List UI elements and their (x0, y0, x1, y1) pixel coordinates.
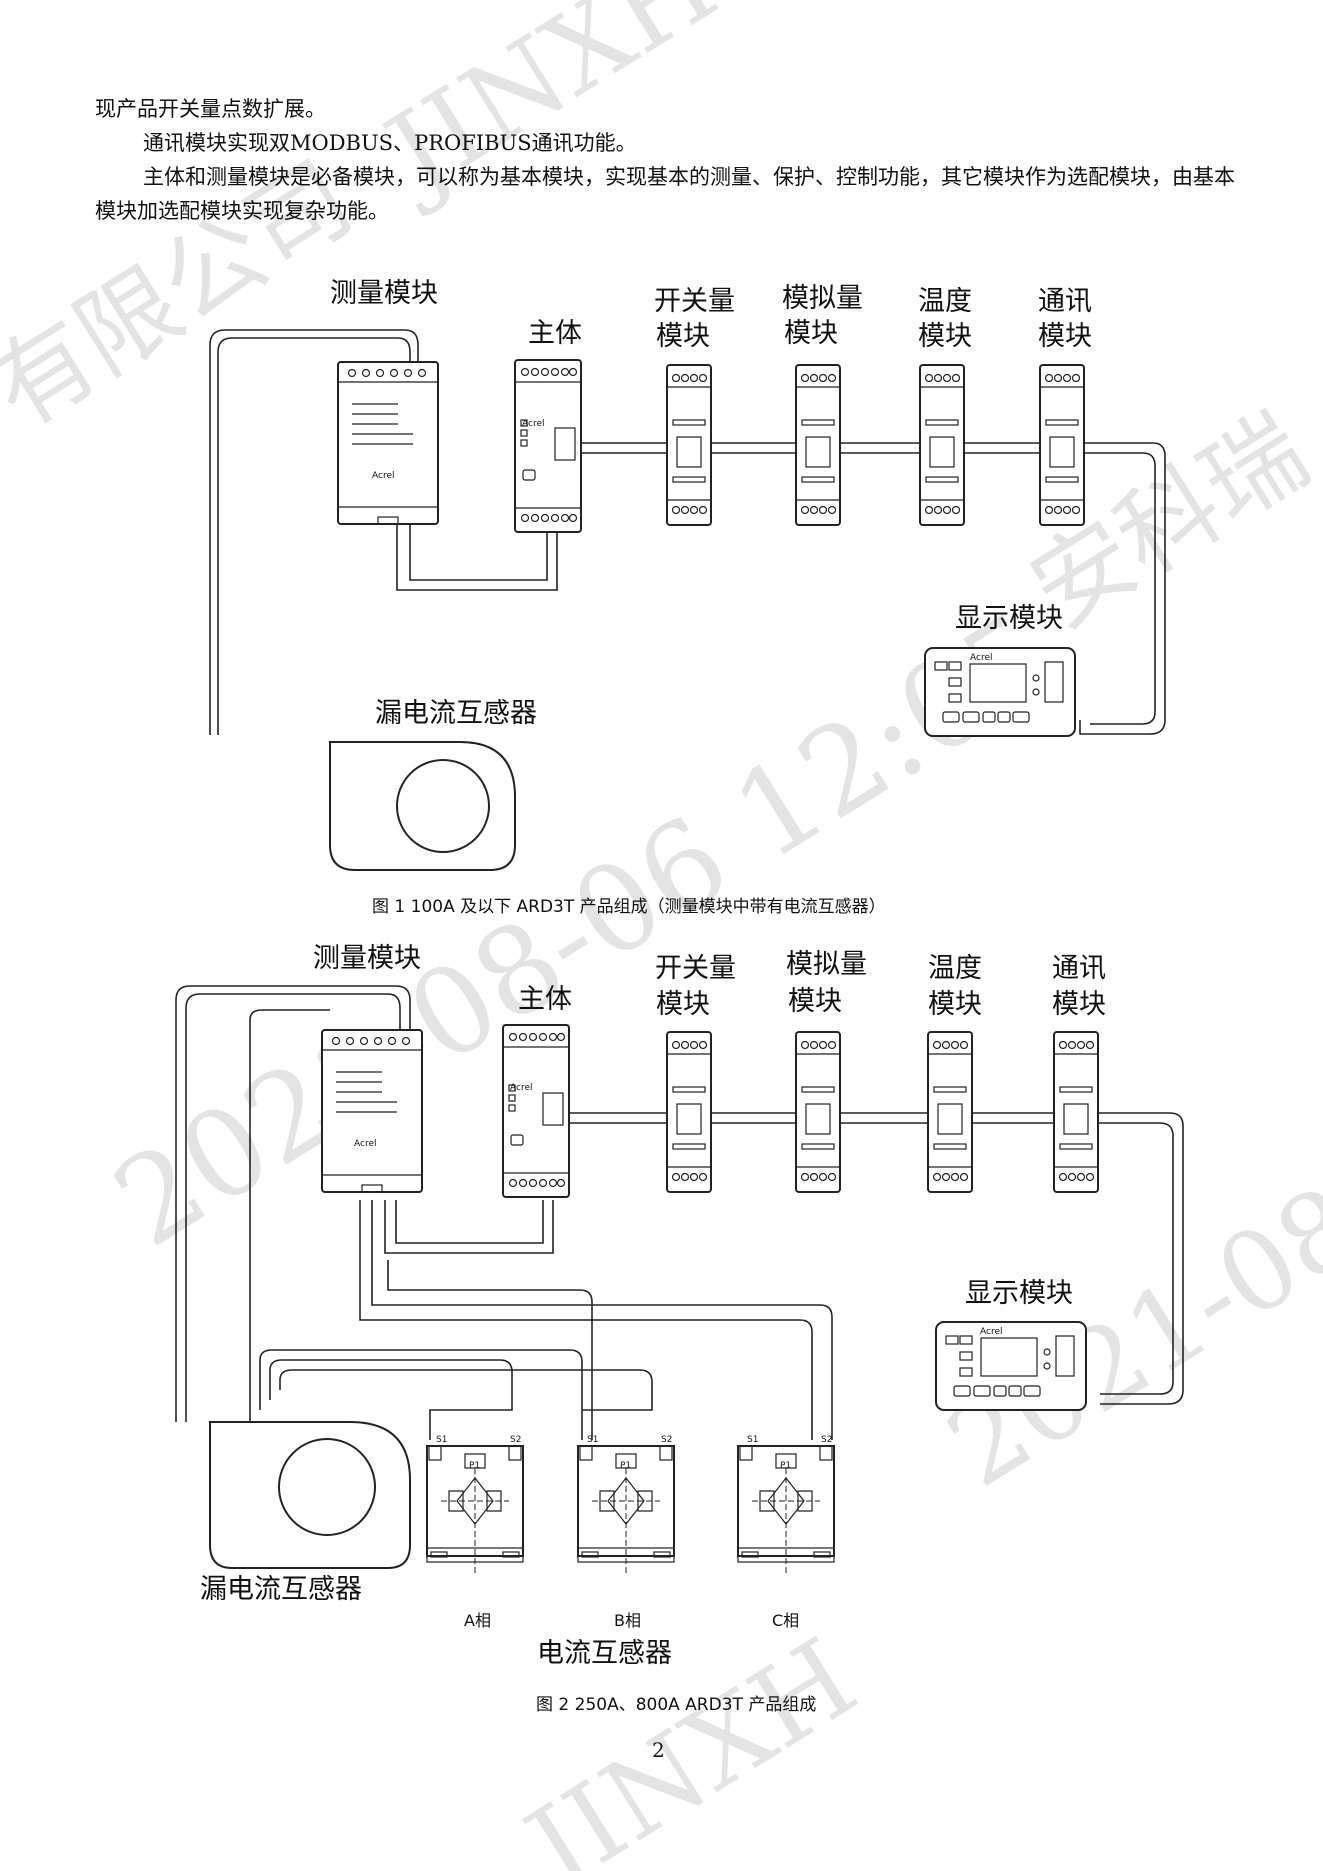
fig1-caption: 图 1 100A 及以下 ARD3T 产品组成（测量模块中带有电流互感器） (372, 897, 886, 917)
watermark-company-1: 有限公司 (0, 139, 372, 450)
fig2-label-measure: 测量模块 (313, 943, 421, 974)
fig1-main-brand: Acrel (522, 419, 545, 429)
fig1-wire-bus-2 (575, 452, 1156, 725)
fig1-wire-measure-main (396, 525, 558, 591)
figure-1: 测量模块 主体 开关量 模块 模拟量 模块 温度 模块 通讯 模块 显示模块 漏… (209, 278, 1166, 917)
fig2-ct-a-s1: S1 (436, 1435, 447, 1445)
fig2-wire-measure-main-2 (395, 1200, 544, 1244)
fig2-ct-c-s1: S1 (747, 1435, 758, 1445)
fig1-label-analog-2: 模块 (784, 318, 838, 349)
fig2-label-temp-1: 温度 (928, 953, 982, 984)
fig1-main-body (514, 359, 582, 533)
fig2-label-display: 显示模块 (965, 1278, 1073, 1309)
fig2-main-brand: Acrel (510, 1083, 533, 1093)
fig2-ct-b-s2: S2 (661, 1435, 672, 1445)
fig2-measure-brand: Acrel (354, 1139, 377, 1149)
fig1-label-display: 显示模块 (955, 603, 1063, 634)
fig1-label-leakage: 漏电流互感器 (375, 698, 537, 729)
fig1-label-measure: 测量模块 (330, 278, 438, 309)
fig1-wire-leakage (209, 329, 419, 735)
fig2-ct-a-s2: S2 (510, 1435, 521, 1445)
fig2-ct-b-p1: P1 (620, 1461, 631, 1471)
fig2-caption: 图 2 250A、800A ARD3T 产品组成 (536, 1695, 816, 1715)
fig2-switch-module (666, 1031, 712, 1193)
fig2-label-ct: 电流互感器 (537, 1638, 672, 1669)
fig2-label-switch-2: 模块 (656, 989, 710, 1020)
fig2-comm-module (1053, 1031, 1099, 1193)
fig1-leakage-ct-hole (396, 759, 490, 853)
fig1-switch-module (666, 364, 712, 526)
fig2-ct-a-p1: P1 (469, 1461, 480, 1471)
fig1-wire-leakage-2 (217, 337, 411, 735)
fig2-ct-c-p1: P1 (780, 1461, 791, 1471)
page-number: 2 (652, 1738, 665, 1762)
fig2-label-comm-1: 通讯 (1052, 953, 1106, 984)
fig2-label-analog-2: 模块 (788, 986, 842, 1017)
fig2-main-body (502, 1024, 570, 1198)
fig1-label-switch-2: 模块 (656, 321, 710, 352)
fig1-analog-module (795, 364, 841, 526)
fig1-measure-brand: Acrel (372, 471, 395, 481)
fig2-phase-a: A相 (464, 1611, 491, 1630)
fig2-wire-ct-b-s2 (387, 1260, 593, 1440)
fig1-display-module (924, 647, 1076, 737)
fig2-wire-ct-c-s2 (371, 1200, 833, 1440)
fig1-wire-measure-main-2 (409, 525, 548, 581)
fig2-display-module (935, 1321, 1087, 1411)
fig2-wire-leakage (175, 985, 411, 1422)
fig2-label-leakage: 漏电流互感器 (200, 1574, 362, 1605)
fig2-measure-module (321, 1029, 423, 1193)
fig1-label-temp-1: 温度 (918, 286, 972, 317)
fig2-label-switch-1: 开关量 (655, 953, 736, 984)
fig2-wire-bus (565, 1112, 1184, 1405)
fig1-label-switch-1: 开关量 (654, 286, 735, 317)
fig1-label-main: 主体 (528, 318, 582, 349)
fig2-display-brand: Acrel (980, 1327, 1003, 1337)
fig2-wire-ct-b-s1 (259, 1349, 583, 1440)
fig1-label-analog-1: 模拟量 (782, 283, 863, 314)
figure-2: 测量模块 主体 开关量 模块 模拟量 模块 温度 模块 通讯 模块 显示模块 漏… (175, 943, 1184, 1715)
fig2-temp-module (927, 1031, 973, 1193)
fig2-leakage-ct-hole (278, 1438, 376, 1536)
fig2-label-temp-2: 模块 (928, 989, 982, 1020)
fig2-analog-module (795, 1031, 841, 1193)
fig1-label-temp-2: 模块 (918, 321, 972, 352)
fig1-measure-module (337, 361, 439, 525)
fig1-label-comm-2: 模块 (1038, 321, 1092, 352)
fig1-wire-bus (575, 442, 1166, 735)
fig2-wire-ct-a-link (269, 1359, 513, 1440)
fig2-wire-ct-b-link (279, 1369, 653, 1411)
fig2-wire-bus-2 (565, 1122, 1174, 1395)
fig2-ct-b-s1: S1 (587, 1435, 598, 1445)
watermark-name-top: JINXH (357, 0, 737, 222)
paragraph-1: 现产品开关量点数扩展。 (95, 97, 326, 121)
fig1-comm-module (1039, 364, 1085, 526)
fig2-label-main: 主体 (518, 984, 572, 1015)
fig1-label-comm-1: 通讯 (1038, 286, 1092, 317)
fig2-phase-b: B相 (614, 1611, 641, 1630)
fig2-wire-measure-main (384, 1200, 554, 1254)
paragraph-2: 通讯模块实现双MODBUS、PROFIBUS通讯功能。 (143, 131, 637, 155)
fig2-wire-leakage-2 (185, 993, 401, 1422)
paragraph-3: 主体和测量模块是必备模块，可以称为基本模块，实现基本的测量、保护、控制功能，其它… (95, 165, 1235, 223)
fig2-label-comm-2: 模块 (1052, 989, 1106, 1020)
fig2-label-analog-1: 模拟量 (786, 949, 867, 980)
fig2-phase-c: C相 (772, 1611, 799, 1630)
fig1-display-brand: Acrel (970, 653, 993, 663)
fig2-wire-ct-a-s1 (249, 1009, 330, 1422)
fig1-temp-module (919, 364, 965, 526)
fig2-wire-ct-c-s1 (359, 1200, 813, 1440)
fig2-ct-c-s2: S2 (821, 1435, 832, 1445)
